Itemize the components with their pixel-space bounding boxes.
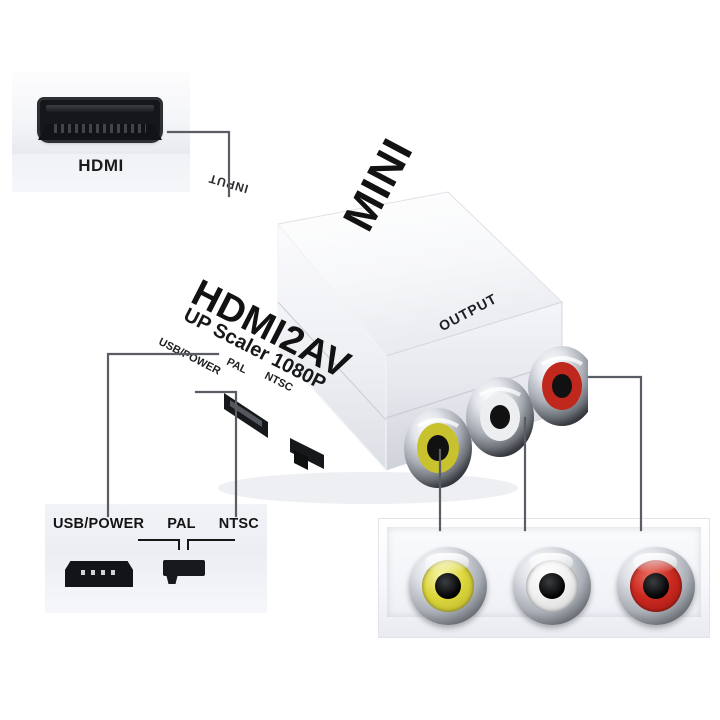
switch-panel-labels: USB/POWER PAL NTSC xyxy=(45,516,267,532)
converter-device: MINI HDMI2AV UP Scaler 1080P INPUT OUTPU… xyxy=(118,130,588,510)
leader-line-rca-red xyxy=(587,375,643,532)
label-ntsc: NTSC xyxy=(218,516,259,532)
device-rca-yellow xyxy=(404,408,472,488)
leader-line-hdmi xyxy=(166,130,231,198)
label-usb-power: USB/POWER xyxy=(53,516,145,532)
switch-nub xyxy=(165,570,179,584)
switch-detail-panel: USB/POWER PAL NTSC xyxy=(45,503,267,613)
device-illustration xyxy=(218,191,588,504)
label-pal: PAL xyxy=(167,516,196,532)
pal-ntsc-switch-icon xyxy=(163,560,205,584)
rca-detail-panel xyxy=(378,518,710,638)
device-edge-highlight xyxy=(277,221,387,472)
pal-bracket xyxy=(138,539,180,550)
ntsc-bracket xyxy=(187,539,235,550)
device-mode-switch xyxy=(290,438,324,470)
leader-line-mode-switch xyxy=(194,390,238,518)
hdmi-port-icon xyxy=(38,100,162,140)
device-rca-white xyxy=(466,377,534,457)
rca-hole-red xyxy=(643,573,669,599)
hdmi-detail-panel: HDMI xyxy=(12,72,190,192)
micro-usb-port-icon xyxy=(65,561,133,587)
hdmi-panel-face xyxy=(12,72,190,154)
device-rca-red xyxy=(528,346,588,426)
hdmi-callout-label: HDMI xyxy=(78,156,124,175)
rca-hole-white xyxy=(539,573,565,599)
device-seam-left xyxy=(277,301,387,421)
rca-hole-yellow xyxy=(435,573,461,599)
leader-line-usb-power xyxy=(106,352,220,518)
